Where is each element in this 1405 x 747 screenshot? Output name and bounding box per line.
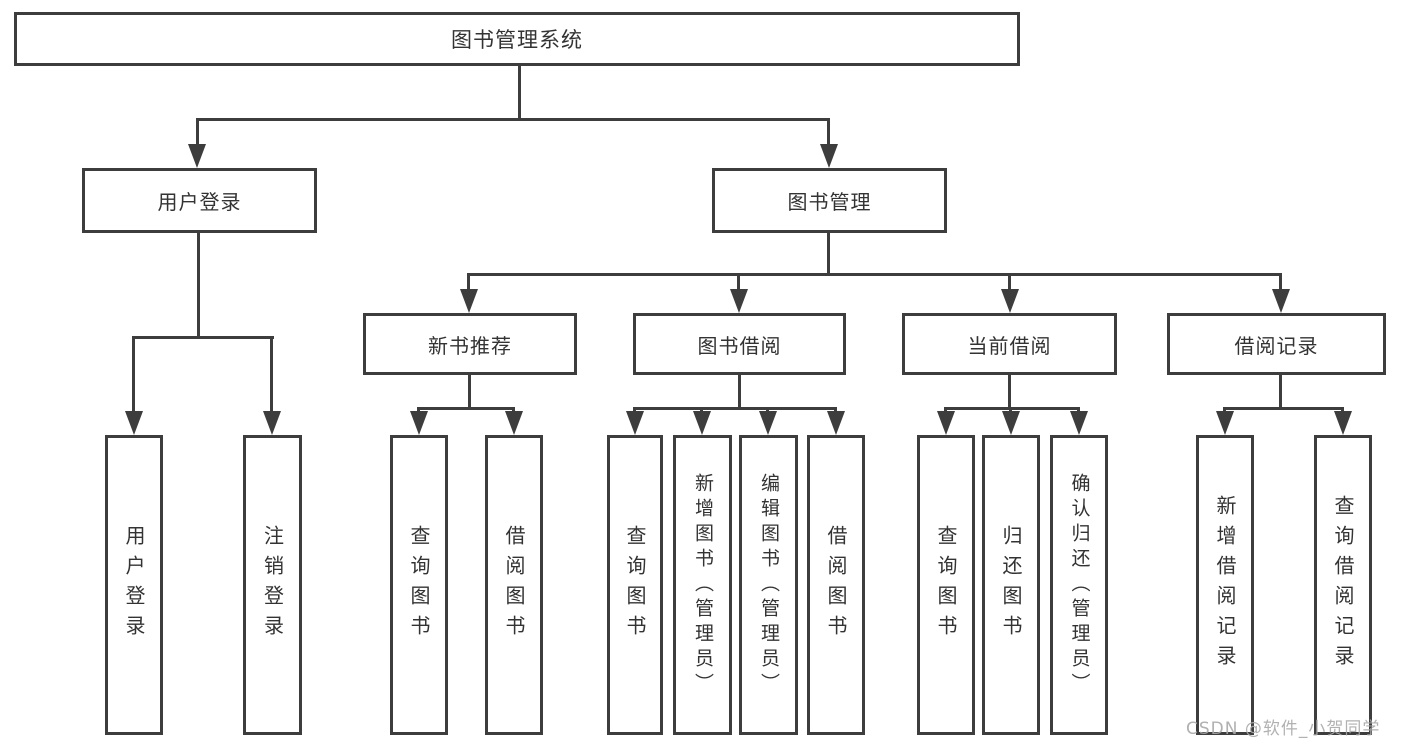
node-leaf-query-book-borrow: 查询图书 bbox=[607, 435, 663, 735]
connector-records-stem-b bbox=[1341, 407, 1344, 413]
node-leaf-add-book-admin-label: 新增图书（管理员） bbox=[692, 472, 714, 698]
node-leaf-borrow-book-borrow-label: 借阅图书 bbox=[824, 525, 848, 645]
connector-login-stem-b bbox=[270, 336, 273, 413]
arrow-to-leaf-query-book-2 bbox=[626, 411, 644, 435]
connector-login-stub bbox=[197, 233, 200, 338]
node-leaf-add-borrow-record-label: 新增借阅记录 bbox=[1213, 495, 1237, 675]
node-leaf-logout: 注销登录 bbox=[243, 435, 302, 735]
node-borrow-records-label: 借阅记录 bbox=[1234, 333, 1319, 358]
node-leaf-query-book-current-label: 查询图书 bbox=[934, 525, 958, 645]
connector-l2-rail bbox=[197, 118, 830, 121]
arrow-to-leaf-add-record bbox=[1216, 411, 1234, 435]
arrow-to-new-book-recommend bbox=[460, 289, 478, 313]
connector-borrow-stem-c bbox=[766, 407, 769, 413]
node-leaf-query-borrow-record: 查询借阅记录 bbox=[1314, 435, 1372, 735]
connector-l3-stem-a bbox=[467, 273, 470, 291]
node-book-management-label: 图书管理 bbox=[787, 190, 872, 214]
connector-current-rail bbox=[944, 407, 1080, 410]
arrow-to-leaf-return-book bbox=[1002, 411, 1020, 435]
arrow-to-book-borrow bbox=[730, 289, 748, 313]
node-leaf-return-book-label: 归还图书 bbox=[999, 525, 1023, 645]
arrow-to-leaf-edit-book bbox=[759, 411, 777, 435]
connector-borrow-stem-a bbox=[633, 407, 636, 413]
connector-current-stem-c bbox=[1077, 407, 1080, 413]
node-leaf-query-book-recommend: 查询图书 bbox=[390, 435, 448, 735]
arrow-to-leaf-borrow-book-2 bbox=[827, 411, 845, 435]
connector-borrow-rail bbox=[634, 407, 837, 410]
arrow-to-leaf-add-book bbox=[693, 411, 711, 435]
connector-borrow-stem-d bbox=[834, 407, 837, 413]
node-leaf-confirm-return-admin: 确认归还（管理员） bbox=[1050, 435, 1108, 735]
node-leaf-query-borrow-record-label: 查询借阅记录 bbox=[1331, 495, 1355, 675]
node-leaf-borrow-book-recommend: 借阅图书 bbox=[485, 435, 543, 735]
connector-borrow-stem-b bbox=[700, 407, 703, 413]
arrow-to-leaf-logout bbox=[263, 411, 281, 435]
connector-login-rail bbox=[132, 336, 274, 339]
connector-l2-stem-mgmt bbox=[827, 118, 830, 146]
node-new-book-recommend-label: 新书推荐 bbox=[428, 333, 512, 358]
node-leaf-return-book: 归还图书 bbox=[982, 435, 1040, 735]
node-book-borrow: 图书借阅 bbox=[633, 313, 846, 375]
node-leaf-logout-label: 注销登录 bbox=[260, 525, 285, 645]
node-leaf-edit-book-admin: 编辑图书（管理员） bbox=[739, 435, 798, 735]
arrow-to-borrow-records bbox=[1272, 289, 1290, 313]
connector-recommend-rail bbox=[418, 407, 515, 410]
connector-recommend-stub bbox=[468, 375, 471, 409]
node-leaf-user-login: 用户登录 bbox=[105, 435, 163, 735]
node-leaf-add-borrow-record: 新增借阅记录 bbox=[1196, 435, 1254, 735]
node-borrow-records: 借阅记录 bbox=[1167, 313, 1386, 375]
arrow-to-book-management bbox=[820, 144, 838, 168]
arrow-to-leaf-query-book-3 bbox=[937, 411, 955, 435]
node-current-borrow-label: 当前借阅 bbox=[967, 333, 1052, 358]
connector-l3-stem-c bbox=[1008, 273, 1011, 291]
connector-borrow-stub bbox=[738, 375, 741, 409]
connector-login-stem-a bbox=[132, 336, 135, 413]
node-leaf-edit-book-admin-label: 编辑图书（管理员） bbox=[758, 472, 780, 698]
node-new-book-recommend: 新书推荐 bbox=[363, 313, 577, 375]
node-leaf-query-book-recommend-label: 查询图书 bbox=[407, 525, 431, 645]
arrow-to-leaf-query-book-1 bbox=[410, 411, 428, 435]
connector-current-stub bbox=[1008, 375, 1011, 409]
connector-l3-stem-d bbox=[1279, 273, 1282, 291]
node-leaf-query-book-borrow-label: 查询图书 bbox=[623, 525, 647, 645]
connector-current-stem-b bbox=[1009, 407, 1012, 413]
node-leaf-borrow-book-borrow: 借阅图书 bbox=[807, 435, 865, 735]
node-leaf-query-book-current: 查询图书 bbox=[917, 435, 975, 735]
connector-records-stub bbox=[1279, 375, 1282, 409]
connector-root-stub bbox=[518, 66, 521, 120]
arrow-to-current-borrow bbox=[1001, 289, 1019, 313]
arrow-to-leaf-confirm-return bbox=[1070, 411, 1088, 435]
node-leaf-add-book-admin: 新增图书（管理员） bbox=[673, 435, 732, 735]
arrow-to-leaf-user-login bbox=[125, 411, 143, 435]
connector-records-stem-a bbox=[1223, 407, 1226, 413]
node-book-borrow-label: 图书借阅 bbox=[697, 333, 782, 358]
node-book-management: 图书管理 bbox=[712, 168, 947, 233]
node-leaf-borrow-book-recommend-label: 借阅图书 bbox=[502, 525, 526, 645]
arrow-to-user-login bbox=[188, 144, 206, 168]
node-user-login: 用户登录 bbox=[82, 168, 317, 233]
arrow-to-leaf-query-record bbox=[1334, 411, 1352, 435]
node-root-label: 图书管理系统 bbox=[451, 28, 583, 52]
node-root: 图书管理系统 bbox=[14, 12, 1020, 66]
csdn-watermark: CSDN @软件_小贺同学 bbox=[1186, 719, 1381, 739]
connector-recommend-stem-b bbox=[512, 407, 515, 413]
node-user-login-label: 用户登录 bbox=[157, 190, 242, 214]
node-leaf-user-login-label: 用户登录 bbox=[122, 525, 146, 645]
connector-mgmt-stub bbox=[827, 233, 830, 275]
arrow-to-leaf-borrow-book-1 bbox=[505, 411, 523, 435]
connector-records-rail bbox=[1224, 407, 1344, 410]
connector-l2-stem-login bbox=[196, 118, 199, 146]
connector-l3-rail bbox=[468, 273, 1282, 276]
connector-recommend-stem-a bbox=[417, 407, 420, 413]
connector-l3-stem-b bbox=[737, 273, 740, 291]
connector-current-stem-a bbox=[944, 407, 947, 413]
node-current-borrow: 当前借阅 bbox=[902, 313, 1117, 375]
node-leaf-confirm-return-admin-label: 确认归还（管理员） bbox=[1068, 472, 1091, 698]
